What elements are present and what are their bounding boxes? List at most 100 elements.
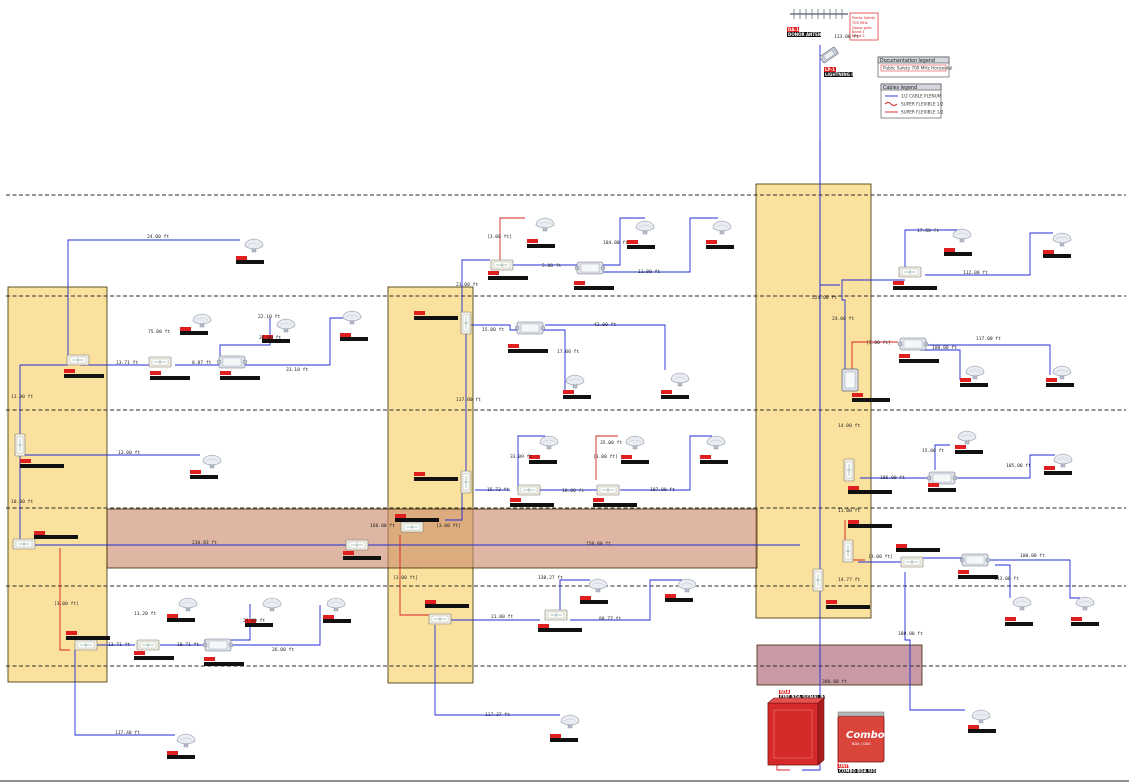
cable-length-label: 30.00 ft xyxy=(259,335,281,341)
antenna-icon xyxy=(1052,365,1072,380)
antenna-icon xyxy=(952,228,972,243)
cable-length-label: 21.00 ft xyxy=(456,282,478,288)
cable-length-label: 14.00 ft xyxy=(838,423,860,429)
cable-length-label: 15.00 ft xyxy=(482,327,504,333)
combo-name-box xyxy=(838,769,876,773)
cable-length-label: 160.00 ft xyxy=(370,523,395,529)
cable-length-label: 42.00 ft xyxy=(594,322,616,328)
cable-length-label: 33.10 ft xyxy=(286,367,308,373)
cable-length-label: 11.00 ft xyxy=(11,394,33,400)
coupler-icon xyxy=(959,553,991,567)
antenna-icon xyxy=(706,435,726,450)
cable-length-label: 117.00 ft xyxy=(976,336,1001,342)
cable-length-label: 18.00 ft xyxy=(562,488,584,494)
cable-length-label: 180.00 ft xyxy=(898,631,923,637)
cables-legend-item: SUPER FLEXIBLE 1/2 xyxy=(901,102,944,107)
cable-length-label: 26.00 ft xyxy=(272,647,294,653)
splitter-icon xyxy=(400,521,424,533)
splitter-vertical-icon xyxy=(843,458,855,482)
cable-length-label: 80.77 ft xyxy=(599,616,621,622)
antenna-icon xyxy=(539,435,559,450)
antenna-icon xyxy=(712,220,732,235)
surge-tag-text: LP-1 xyxy=(825,67,835,72)
combo-name: COMBO BDA SIGNAL xyxy=(839,769,885,774)
coupler-icon xyxy=(202,638,234,652)
cables-legend: Cables legend 1/2 CABLE PLENUM SUPER FLE… xyxy=(880,83,944,119)
antenna-icon xyxy=(326,597,346,612)
cables-blue xyxy=(19,45,1080,771)
splitter-vertical-icon xyxy=(14,433,26,457)
cable-length-label: 11.00 ft xyxy=(638,269,660,275)
device-callouts xyxy=(20,239,1099,759)
cable-length-label: 24.00 ft xyxy=(832,316,854,322)
donor-info-box xyxy=(849,12,879,41)
splitter-icon xyxy=(544,609,568,621)
donor-info-lines: Public Safety 700 MHz Donor gain Band 1 … xyxy=(852,16,876,38)
cable-length-label: 17.00 ft xyxy=(917,228,939,234)
documentation-legend-title: Documentation legend xyxy=(880,58,935,64)
splitter-icon xyxy=(900,556,924,568)
cable-length-label: 15.00 ft xyxy=(922,448,944,454)
antenna-icon xyxy=(276,318,296,333)
donor-info-line: Band 1 xyxy=(852,30,865,34)
antenna-icon xyxy=(192,313,212,328)
donor-antenna-name: DONOR ANTENNA xyxy=(788,32,829,37)
cable-length-label: [3.00 ft] xyxy=(866,340,891,346)
bda-cabinet-icon xyxy=(767,697,825,766)
splitter-icon xyxy=(428,613,452,625)
cable-length-label: 14.77 ft xyxy=(838,577,860,583)
antenna-icon xyxy=(262,597,282,612)
cable-length-label: 117.00 ft xyxy=(456,397,481,403)
cable-length-label: 13.71 ft xyxy=(116,360,138,366)
surge-tag xyxy=(824,67,836,72)
antenna-icon xyxy=(244,238,264,253)
cable-length-label: 106.00 ft xyxy=(880,475,905,481)
cable-length-label: [3.00 ft] xyxy=(436,523,461,529)
antenna-icon xyxy=(670,372,690,387)
splitter-vertical-icon xyxy=(460,470,472,494)
antenna-icon xyxy=(625,435,645,450)
cable-length-label: 13.20 ft xyxy=(134,611,156,617)
antenna-icon xyxy=(176,733,196,748)
cable-length-label: 107.00 ft xyxy=(650,487,675,493)
cable-length-label: 230.83 ft xyxy=(192,540,217,546)
antenna-icon xyxy=(588,578,608,593)
splitter-icon xyxy=(898,266,922,278)
splitter-icon xyxy=(136,639,160,651)
cable-length-label: 300.00 ft xyxy=(822,679,847,685)
splitter-vertical-icon xyxy=(812,568,824,592)
cable-length-label: [3.00 ft] xyxy=(487,234,512,240)
splitter-icon xyxy=(596,484,620,496)
coupler-icon xyxy=(514,321,546,335)
cable-length-label: 13.71 ft xyxy=(108,642,130,648)
cable-length-label: 113.00 ft xyxy=(994,576,1019,582)
splitter-icon xyxy=(490,259,514,271)
cable-length-label: 224.00 ft xyxy=(812,295,837,301)
cable-length-label: 13.00 ft xyxy=(118,450,140,456)
cable-length-label: 10.00 ft xyxy=(11,499,33,505)
cable-length-label: 21.00 ft xyxy=(491,614,513,620)
splitter-vertical-icon xyxy=(842,539,854,563)
splitter-icon xyxy=(148,356,172,368)
cable-length-label: [3.00 ft] xyxy=(393,575,418,581)
splitter-icon xyxy=(517,484,541,496)
zones xyxy=(7,183,923,686)
cable-length-label: 100.00 ft xyxy=(932,345,957,351)
donor-info-line: Donor gain xyxy=(852,26,872,30)
antenna-icon xyxy=(535,217,555,232)
coupler-icon xyxy=(216,355,248,369)
surge-name: LIGHTNING PROT xyxy=(825,72,864,77)
cable-length-label: 8.87 ft xyxy=(192,360,212,366)
zone-left-riser xyxy=(7,286,108,683)
cable-length-label: 33.09 ft xyxy=(510,454,532,460)
antenna-icon xyxy=(178,597,198,612)
surge-name-box xyxy=(824,72,853,77)
documentation-legend-text: Public Safety 700 MHz Horizontal xyxy=(883,66,952,71)
antenna-icon xyxy=(965,365,985,380)
splitter-icon xyxy=(345,539,369,551)
cables-legend-item: 1/2 CABLE PLENUM xyxy=(901,94,942,99)
zone-equipment-room xyxy=(756,644,923,686)
lightning-protector-icon xyxy=(819,46,839,64)
cable-length-label: 100.00 ft xyxy=(1020,553,1045,559)
cable-length-label: 117.37 ft xyxy=(485,712,510,718)
